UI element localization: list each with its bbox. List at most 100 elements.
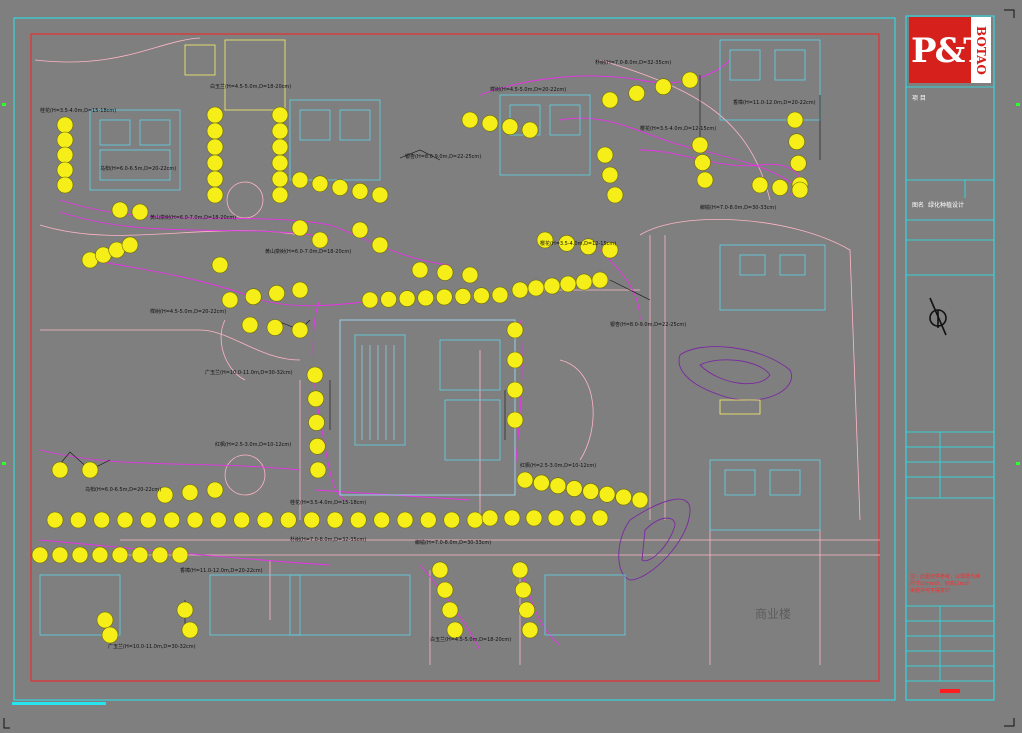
tree-icon (615, 488, 632, 506)
tree-icon (436, 581, 454, 599)
tree-icon (521, 621, 539, 639)
tree-icon (419, 511, 437, 529)
tree-icon (501, 118, 519, 135)
tree-icon (454, 288, 472, 305)
tree-icon (111, 201, 129, 219)
plant-label: 白玉兰(H=4.5-5.0m,D=18-20cm) (430, 636, 511, 643)
tree-icon (271, 106, 289, 124)
tree-icon (601, 91, 619, 109)
tree-icon (56, 116, 74, 134)
tree-icon (543, 277, 561, 295)
tree-icon (461, 266, 479, 284)
tree-icon (206, 106, 224, 124)
tree-icon (598, 485, 616, 503)
tree-icon (431, 561, 449, 579)
tree-icon (506, 411, 524, 429)
tree-icon (156, 486, 174, 504)
tree-icon (307, 390, 325, 408)
tree-icon (511, 281, 529, 299)
tree-icon (514, 581, 532, 599)
tree-icon (596, 146, 614, 164)
pool-lanes (361, 345, 395, 440)
tree-icon (81, 461, 99, 479)
tree-icon (525, 509, 543, 527)
titleblock-frame (905, 15, 995, 701)
tree-icon (56, 146, 74, 164)
plant-label: 桂花(H=3.5-4.0m,D=15-18cm) (290, 499, 366, 506)
tree-symbols (31, 71, 809, 644)
tree-icon (441, 601, 459, 619)
logo-mark: P&T (909, 17, 989, 83)
plant-label: 香樟(H=11.0-12.0m,D=20-22cm) (733, 99, 816, 106)
plant-label: 乌桕(H=6.0-6.5m,D=20-22cm) (100, 165, 176, 172)
tree-icon (559, 275, 577, 293)
tree-icon (309, 461, 327, 479)
tree-icon (443, 511, 461, 529)
tree-icon (206, 481, 224, 499)
tree-icon (291, 321, 309, 339)
tree-icon (606, 186, 624, 204)
plant-label: 榉树(H=4.5-5.0m,D=20-22cm) (490, 86, 566, 93)
plant-label: 朴树(H=7.0-8.0m,D=32-35cm) (595, 59, 671, 66)
tree-icon (361, 291, 379, 309)
horizontal-scrollbar[interactable] (12, 702, 106, 705)
tree-icon (435, 288, 453, 306)
plant-label: 白玉兰(H=4.5-5.0m,D=18-20cm) (210, 83, 291, 90)
tree-icon (206, 170, 224, 188)
tree-icon (461, 111, 479, 129)
drawing-name-label: 图名 (912, 202, 925, 209)
plant-label: 榉树(H=4.5-5.0m,D=20-22cm) (150, 308, 226, 315)
note-line: 注：此图仅供参考，以现场为准 (910, 574, 981, 580)
tree-icon (371, 186, 389, 204)
green-markers (2, 103, 1020, 465)
tree-icon (506, 381, 524, 399)
tree-icon (206, 138, 224, 156)
tree-icon (751, 176, 769, 194)
tree-icon (349, 511, 367, 529)
tree-icon (181, 484, 199, 501)
tree-icon (271, 186, 289, 204)
tree-icon (311, 231, 329, 249)
tree-icon (631, 491, 649, 509)
tree-icon (481, 509, 499, 527)
tree-icon (491, 286, 509, 304)
tree-icon (481, 115, 499, 132)
tree-icon (131, 203, 149, 221)
tree-icon (70, 511, 87, 529)
corner-markers (3, 9, 1015, 729)
tree-icon (473, 287, 490, 305)
tree-icon (417, 289, 435, 307)
logo-vertical-text: BOTAO (974, 25, 988, 75)
plant-label: 樱花(H=3.5-4.0m,D=12-15cm) (540, 240, 616, 247)
tree-icon (446, 621, 464, 639)
tree-icon (789, 155, 807, 172)
tree-icon (518, 601, 536, 619)
plant-label: 乌桕(H=6.0-6.5m,D=20-22cm) (85, 486, 161, 493)
plant-label: 桂花(H=3.5-4.0m,D=15-18cm) (40, 107, 116, 114)
plant-label: 榔榆(H=7.0-8.0m,D=30-33cm) (415, 539, 491, 546)
plant-label: 红枫(H=2.5-3.0m,D=10-12cm) (520, 462, 596, 469)
plant-label: 黄山栾树(H=6.0-7.0m,D=18-20cm) (265, 248, 351, 255)
tree-icon (140, 511, 157, 529)
tree-icon (186, 511, 204, 529)
plant-label: 银杏(H=8.0-9.0m,D=22-25cm) (405, 153, 481, 160)
tree-icon (506, 321, 524, 339)
tree-icon (271, 122, 289, 140)
planting-beds (39, 59, 801, 651)
tree-icon (788, 133, 806, 150)
tree-icon (771, 179, 789, 196)
north-arrow-icon (929, 297, 947, 336)
tree-icon (51, 546, 69, 564)
project-label: 项 目 (912, 95, 926, 102)
tree-icon (373, 511, 391, 529)
tree-icon (279, 511, 297, 529)
tree-icon (591, 271, 609, 289)
tree-icon (111, 546, 129, 564)
tree-icon (56, 161, 74, 179)
tree-icon (396, 511, 414, 529)
titleblock-grid (906, 86, 994, 682)
tree-icon (91, 546, 109, 564)
notes-block: 注：此图仅供参考，以现场为准 尺寸以mm计，标高以m计 未经许可不得复印 (910, 574, 990, 595)
tree-icon (351, 221, 369, 239)
tree-icon (268, 284, 286, 302)
